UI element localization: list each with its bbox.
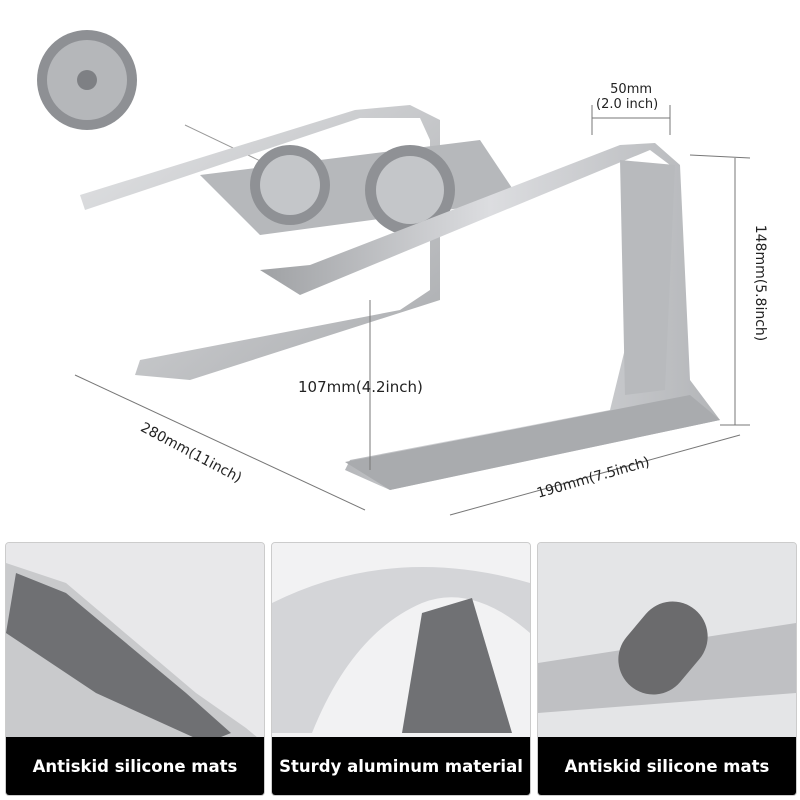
dimension-top-width: 50mm (2.0 inch) (596, 82, 658, 112)
panel-caption: Antiskid silicone mats (538, 737, 796, 795)
detail-panel-antiskid-1: Antiskid silicone mats (5, 542, 265, 796)
panel-caption: Antiskid silicone mats (6, 737, 264, 795)
detail-panel-aluminum: Sturdy aluminum material (271, 542, 531, 796)
dimension-top-mm: 50mm (610, 82, 653, 97)
dimension-front-height: 107mm(4.2inch) (298, 378, 423, 396)
laptop-stand-drawing (37, 30, 751, 516)
detail-panel-antiskid-2: Antiskid silicone mats (537, 542, 797, 796)
dimension-top-inch: (2.0 inch) (596, 97, 659, 112)
dimension-height: 148mm(5.8inch) (752, 224, 768, 342)
fan-detail-icon (37, 30, 137, 130)
panel-caption: Sturdy aluminum material (272, 737, 530, 795)
product-illustration: 50mm (2.0 inch) 148mm(5.8inch) 107mm(4.2… (37, 30, 768, 516)
